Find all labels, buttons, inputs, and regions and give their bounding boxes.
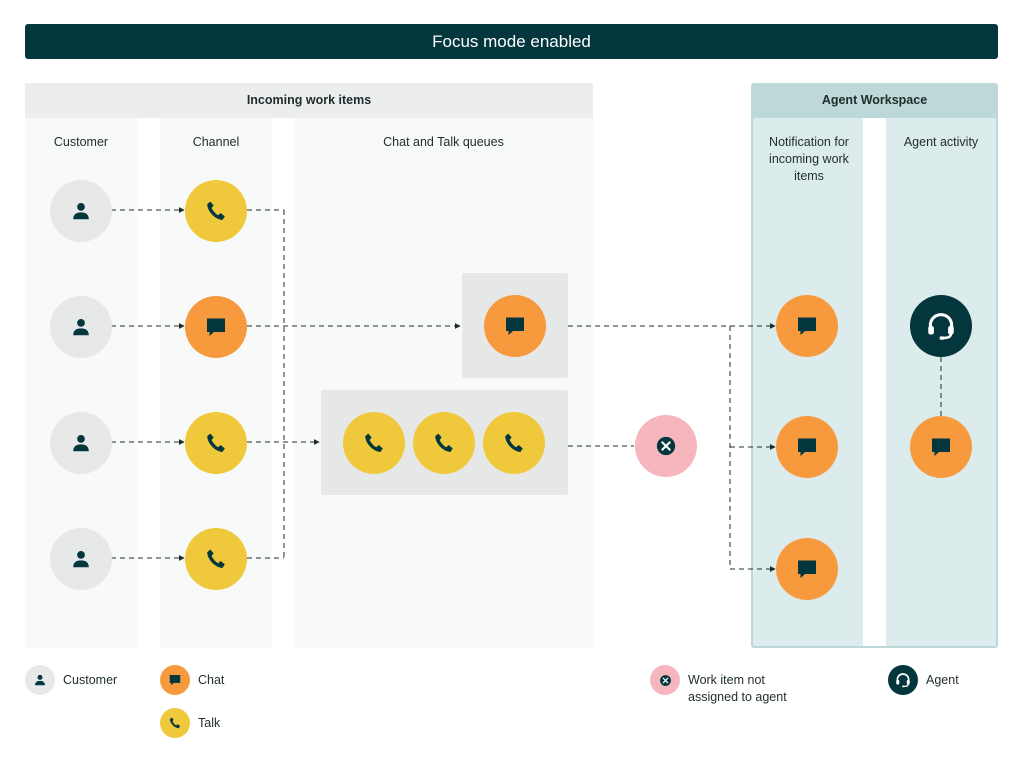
unassigned-work-item-node bbox=[635, 415, 697, 477]
legend-unassigned-swatch bbox=[650, 665, 680, 695]
agent-activity-column-title: Agent activity bbox=[903, 135, 979, 149]
x-circle-icon bbox=[655, 435, 677, 457]
queues-column bbox=[294, 118, 593, 648]
notification-column-title: Notification for incoming work items bbox=[769, 135, 849, 183]
talk-channel-node bbox=[185, 180, 247, 242]
legend-customer-swatch bbox=[25, 665, 55, 695]
phone-icon bbox=[204, 199, 228, 223]
chat-bubble-icon bbox=[795, 557, 819, 581]
legend-agent-label: Agent bbox=[926, 673, 959, 687]
headset-icon bbox=[894, 671, 912, 689]
chat-bubble-icon bbox=[795, 314, 819, 338]
legend-chat-label: Chat bbox=[198, 673, 225, 687]
customer-node bbox=[50, 412, 112, 474]
agent-workspace-header: Agent Workspace bbox=[753, 85, 996, 118]
chat-queue-item bbox=[484, 295, 546, 357]
customer-column-title: Customer bbox=[53, 135, 109, 149]
chat-bubble-icon bbox=[503, 314, 527, 338]
focus-mode-banner: Focus mode enabled bbox=[25, 24, 998, 59]
legend-chat-swatch bbox=[160, 665, 190, 695]
chat-bubble-icon bbox=[929, 435, 953, 459]
talk-queue-item bbox=[483, 412, 545, 474]
customer-node bbox=[50, 180, 112, 242]
banner-text: Focus mode enabled bbox=[432, 32, 591, 51]
phone-icon bbox=[432, 431, 456, 455]
phone-icon bbox=[362, 431, 386, 455]
person-icon bbox=[70, 200, 92, 222]
customer-node bbox=[50, 296, 112, 358]
phone-icon bbox=[502, 431, 526, 455]
phone-icon bbox=[204, 431, 228, 455]
person-icon bbox=[33, 673, 47, 687]
phone-icon bbox=[168, 716, 182, 730]
person-icon bbox=[70, 316, 92, 338]
incoming-work-items-header: Incoming work items bbox=[25, 83, 593, 118]
channel-column-title: Channel bbox=[192, 135, 240, 149]
chat-notification-node bbox=[776, 416, 838, 478]
agent-activity-column bbox=[886, 118, 996, 646]
chat-bubble-icon bbox=[795, 435, 819, 459]
chat-notification-node bbox=[776, 538, 838, 600]
legend-unassigned-label: Work item not assigned to agent bbox=[688, 673, 787, 704]
agent-chat-activity-node bbox=[910, 416, 972, 478]
talk-channel-node bbox=[185, 412, 247, 474]
x-circle-icon bbox=[659, 674, 672, 687]
headset-icon bbox=[924, 309, 958, 343]
talk-queue-item bbox=[343, 412, 405, 474]
legend-talk-swatch bbox=[160, 708, 190, 738]
customer-node bbox=[50, 528, 112, 590]
chat-channel-node bbox=[185, 296, 247, 358]
legend-talk-label: Talk bbox=[198, 716, 221, 730]
talk-queue-item bbox=[413, 412, 475, 474]
legend-agent-swatch bbox=[888, 665, 918, 695]
legend-customer-label: Customer bbox=[63, 673, 118, 687]
person-icon bbox=[70, 432, 92, 454]
queues-column-title: Chat and Talk queues bbox=[383, 135, 504, 149]
person-icon bbox=[70, 548, 92, 570]
phone-icon bbox=[204, 547, 228, 571]
chat-bubble-icon bbox=[204, 315, 228, 339]
chat-notification-node bbox=[776, 295, 838, 357]
chat-bubble-icon bbox=[168, 673, 182, 687]
agent-node bbox=[910, 295, 972, 357]
talk-channel-node bbox=[185, 528, 247, 590]
